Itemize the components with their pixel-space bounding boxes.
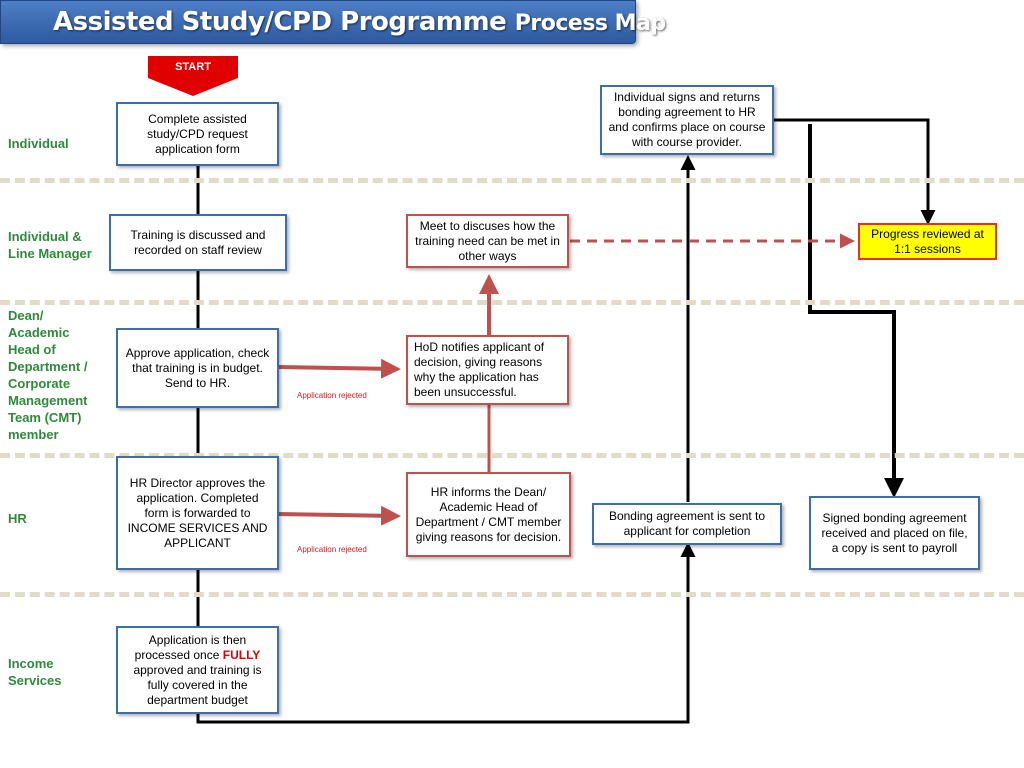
box-hr-director: HR Director approves the application. Co… xyxy=(116,456,279,570)
start-marker xyxy=(148,56,238,96)
box-progress-reviewed: Progress reviewed at 1:1 sessions xyxy=(858,223,997,260)
box-bonding-sent: Bonding agreement is sent to applicant f… xyxy=(592,503,782,545)
box-income-processed: Application is then processed once FULLY… xyxy=(116,626,279,714)
lane-individual: Individual xyxy=(8,136,69,151)
lane-divider xyxy=(0,178,1024,183)
box-individual-signs: Individual signs and returns bonding agr… xyxy=(600,85,774,155)
title-tail: Process Map xyxy=(514,11,666,36)
box-training-discussed: Training is discussed and recorded on st… xyxy=(109,214,287,271)
lane-individual-line-manager: Individual & Line Manager xyxy=(8,229,92,261)
title-bar: Assisted Study/CPD Programme Process Map xyxy=(0,0,666,44)
box-approve-application: Approve application, check that training… xyxy=(116,328,279,408)
income-processed-text: Application is then processed once FULLY… xyxy=(124,633,271,708)
box-complete-form: Complete assisted study/CPD request appl… xyxy=(116,102,279,166)
signs-to-progress-arrow xyxy=(774,118,936,225)
rejected-label: Application rejected xyxy=(297,391,367,400)
start-label: START xyxy=(175,61,211,73)
box-meet-discuss: Meet to discuses how the training need c… xyxy=(406,214,569,268)
title-main: Assisted Study/CPD Programme xyxy=(53,7,507,37)
box-hod-notifies: HoD notifies applicant of decision, givi… xyxy=(406,335,569,405)
box-signed-bonding: Signed bonding agreement received and pl… xyxy=(809,496,980,570)
lane-divider xyxy=(0,300,1024,305)
rejected-arrow-hr xyxy=(277,505,401,526)
income-text-pre: Application is then processed once xyxy=(134,632,247,662)
income-text-post: approved and training is fully covered i… xyxy=(133,662,262,707)
signs-to-signed-bonding-arrow xyxy=(808,124,904,498)
page-title: Assisted Study/CPD Programme Process Map xyxy=(53,7,666,37)
fully-highlight: FULLY xyxy=(222,647,261,662)
lane-hr: HR xyxy=(8,511,27,526)
box-hr-informs: HR informs the Dean/ Academic Head of De… xyxy=(406,472,571,557)
rejected-arrow-dean xyxy=(277,358,401,379)
income-to-bonding-arrow xyxy=(196,542,696,724)
lane-income-services: Income Services xyxy=(8,656,62,688)
lane-dean-cmt: Dean/ Academic Head of Department / Corp… xyxy=(8,308,88,442)
lane-divider xyxy=(0,453,1024,458)
lane-divider xyxy=(0,592,1024,597)
rejected-label: Application rejected xyxy=(297,545,367,554)
